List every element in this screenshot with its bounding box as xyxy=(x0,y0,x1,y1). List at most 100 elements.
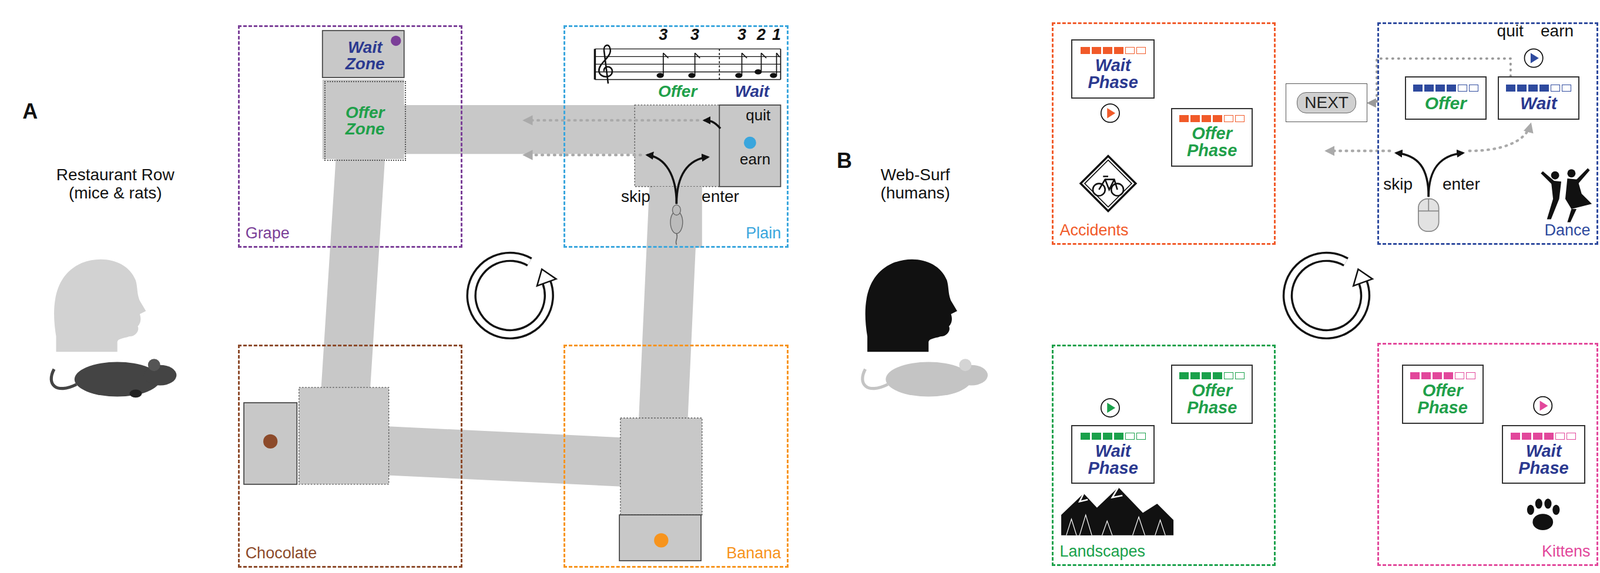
progress-segment xyxy=(1091,433,1102,441)
progress-segment xyxy=(1435,84,1445,92)
phase-box: Offer Phase xyxy=(1171,108,1253,168)
progress-bar xyxy=(1510,433,1576,441)
progress-segment xyxy=(1080,47,1090,55)
tone-number: 2 xyxy=(756,26,766,45)
progress-segment xyxy=(1190,372,1200,380)
progress-segment xyxy=(1550,84,1561,92)
category-zone: Wait PhaseOffer PhaseAccidents xyxy=(1051,22,1276,246)
progress-segment xyxy=(1223,115,1234,123)
progress-bar xyxy=(1080,433,1146,441)
rat-silhouette xyxy=(862,359,988,397)
phase-box: Offer xyxy=(1404,76,1487,121)
tone-staff xyxy=(594,45,781,84)
phase-title: Offer Phase xyxy=(1186,382,1237,417)
progress-segment xyxy=(1235,115,1245,123)
reward-dot xyxy=(263,35,757,549)
progress-segment xyxy=(1413,84,1423,92)
phase-title: Offer Phase xyxy=(1417,382,1468,417)
action-label: quit xyxy=(1497,22,1524,41)
panel-title: Restaurant Row (mice & rats) xyxy=(44,166,186,203)
action-label: earn xyxy=(739,151,771,169)
progress-segment xyxy=(1223,372,1234,380)
play-button xyxy=(1101,48,1553,418)
progress-segment xyxy=(1190,115,1200,123)
progress-segment xyxy=(1544,433,1554,441)
progress-segment xyxy=(1466,372,1476,380)
bicycle-sign xyxy=(1080,156,1136,212)
rat-icon xyxy=(670,205,683,246)
phase-title: Offer xyxy=(1424,94,1467,113)
phase-title: Wait xyxy=(1520,94,1558,113)
progress-segment xyxy=(1424,84,1434,92)
progress-bar xyxy=(1179,115,1245,123)
landscape-icon xyxy=(1061,487,1174,536)
phase-title: Offer Phase xyxy=(1186,125,1237,160)
human-head xyxy=(865,259,958,352)
category-zone: Offer PhaseWait PhaseKittens xyxy=(1377,343,1598,567)
progress-segment xyxy=(1454,372,1465,380)
progress-segment xyxy=(1443,372,1454,380)
phase-title: Wait Phase xyxy=(1087,443,1138,478)
zone-label: Accidents xyxy=(1059,221,1129,240)
tone-number: 3 xyxy=(658,26,668,45)
progress-segment xyxy=(1432,372,1442,380)
progress-bar xyxy=(1413,84,1479,92)
action-label: earn xyxy=(1540,22,1574,41)
progress-segment xyxy=(1533,433,1543,441)
progress-bar xyxy=(1179,372,1245,380)
panel-title: Web-Surf (humans) xyxy=(868,166,963,203)
progress-segment xyxy=(1136,433,1146,441)
progress-segment xyxy=(1521,433,1532,441)
progress-segment xyxy=(1457,84,1468,92)
choice-arrows xyxy=(1326,124,1531,197)
progress-segment xyxy=(1517,84,1527,92)
progress-segment xyxy=(1510,433,1521,441)
cycle-arrow xyxy=(471,256,556,335)
zone-label: Chocolate xyxy=(245,544,318,563)
dancers-icon xyxy=(1540,168,1592,223)
progress-segment xyxy=(1102,47,1113,55)
progress-segment xyxy=(1201,372,1212,380)
progress-segment xyxy=(1114,433,1124,441)
zone-title: Offer Zone xyxy=(345,104,385,138)
tone-number: 1 xyxy=(772,26,781,45)
progress-bar xyxy=(1410,372,1476,380)
phase-box: Wait Phase xyxy=(1071,39,1155,99)
action-label: enter xyxy=(701,188,740,207)
button-label: NEXT xyxy=(1296,92,1357,114)
action-label: skip xyxy=(621,188,651,207)
zone-label: Landscapes xyxy=(1059,542,1146,562)
progress-segment xyxy=(1102,433,1113,441)
rat-silhouette xyxy=(51,359,177,398)
phase-box: Wait xyxy=(1497,76,1580,121)
category-zone: OfferWaitDance xyxy=(1377,22,1598,246)
zone-title: Wait Zone xyxy=(345,39,385,73)
wait-zone-box: Wait Zone xyxy=(324,32,407,80)
category-zone: Plain xyxy=(563,25,790,248)
phase-title: Wait Phase xyxy=(1518,443,1569,478)
phase-title: Wait Phase xyxy=(1087,56,1138,92)
progress-segment xyxy=(1125,47,1135,55)
category-zone: Banana xyxy=(563,344,790,569)
progress-segment xyxy=(1212,115,1223,123)
progress-segment xyxy=(1212,372,1223,380)
progress-segment xyxy=(1446,84,1457,92)
progress-segment xyxy=(1080,433,1090,441)
offer-zone-box: Offer Zone xyxy=(324,81,407,161)
progress-bar xyxy=(1080,47,1146,55)
progress-segment xyxy=(1114,47,1124,55)
tone-number: 3 xyxy=(690,26,700,45)
panel-letter: A xyxy=(22,99,38,124)
next-button: NEXT xyxy=(1285,83,1368,123)
phase-box: Offer Phase xyxy=(1171,364,1253,425)
progress-segment xyxy=(1201,115,1212,123)
progress-segment xyxy=(1091,47,1102,55)
phase-box: Wait Phase xyxy=(1071,425,1155,485)
cycle-arrow xyxy=(1287,256,1373,335)
category-zone: Chocolate xyxy=(237,344,463,569)
progress-segment xyxy=(1468,84,1479,92)
phase-label: Wait xyxy=(735,82,770,102)
zone-label: Grape xyxy=(245,224,290,243)
progress-segment xyxy=(1539,84,1549,92)
progress-segment xyxy=(1561,84,1572,92)
